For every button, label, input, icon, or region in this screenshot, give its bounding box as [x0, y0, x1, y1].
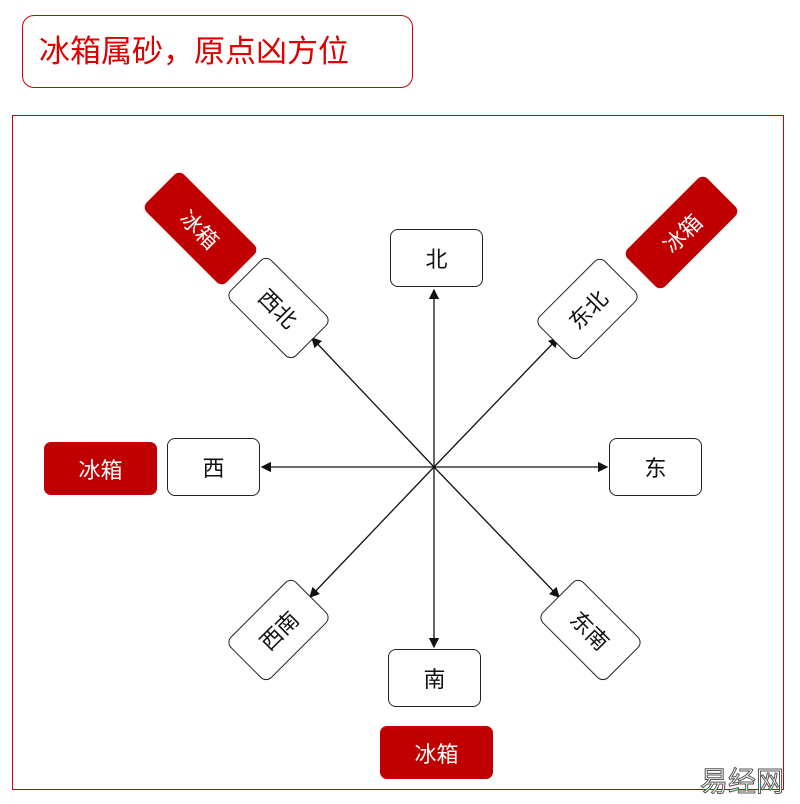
- arrow-ne: [433, 337, 559, 468]
- arrow-nw: [311, 337, 435, 468]
- direction-south: 南: [388, 649, 481, 707]
- watermark: 易经网: [699, 765, 785, 799]
- arrow-se: [433, 466, 560, 598]
- arrow-sw: [309, 466, 435, 598]
- page-title: 冰箱属砂，原点凶方位: [22, 15, 413, 88]
- direction-east: 东: [609, 438, 702, 496]
- diagram-frame: [12, 115, 784, 790]
- direction-north: 北: [390, 229, 483, 287]
- fridge-west: 冰箱: [44, 442, 157, 495]
- fridge-south: 冰箱: [380, 726, 493, 779]
- direction-west: 西: [167, 438, 260, 496]
